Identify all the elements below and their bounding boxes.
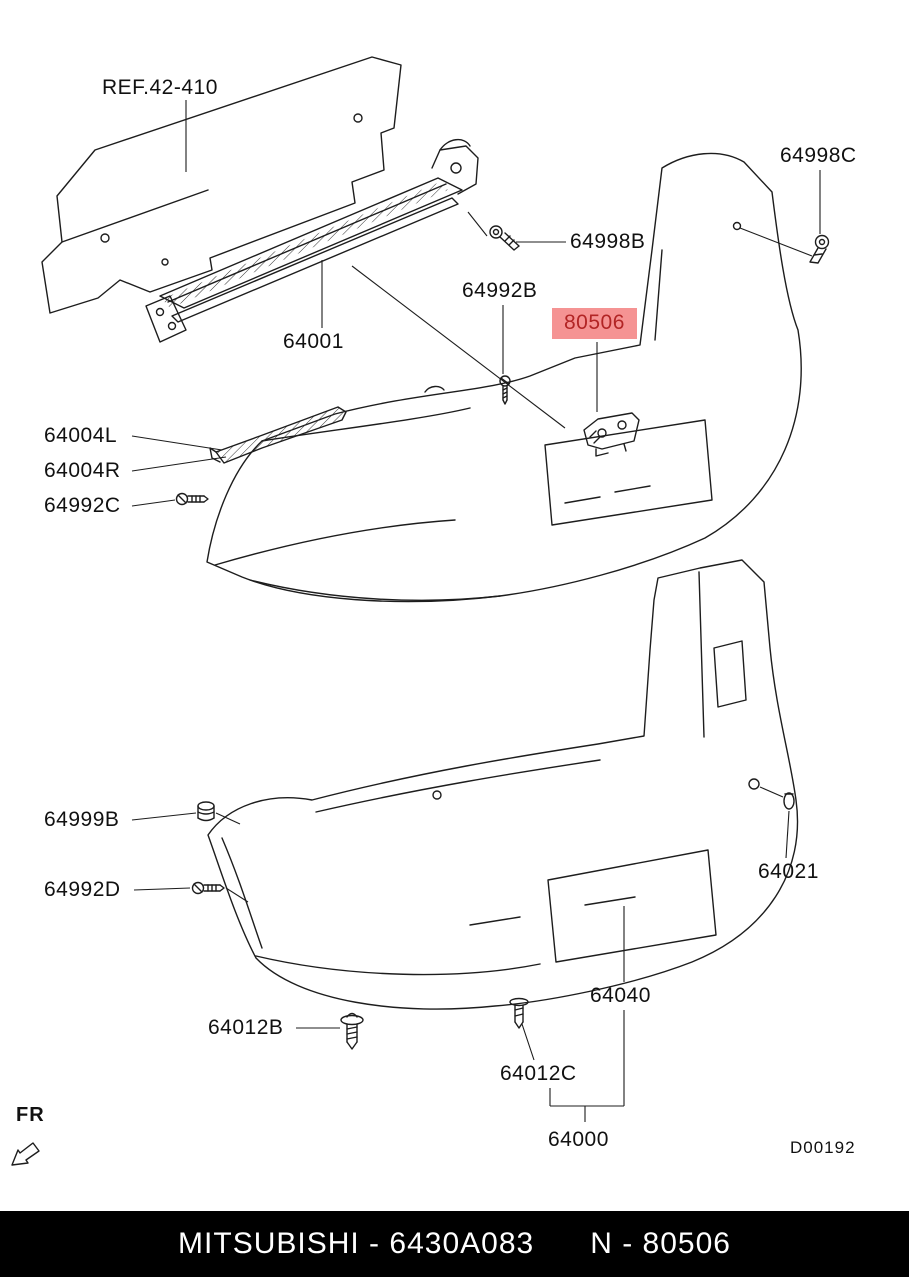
upper-bumper-art — [206, 152, 802, 603]
part-label-ref-42-410[interactable]: REF.42-410 — [102, 76, 218, 99]
reinforcement-beam-art — [145, 139, 479, 343]
footer-selected-part: N - 80506 — [590, 1227, 731, 1260]
screw-64992d-icon — [191, 881, 225, 895]
part-label-64001[interactable]: 64001 — [283, 330, 344, 353]
part-label-64992c[interactable]: 64992C — [44, 494, 121, 517]
part-label-64012c[interactable]: 64012C — [500, 1062, 577, 1085]
bolt-64998c-icon — [809, 234, 830, 264]
part-label-64021[interactable]: 64021 — [758, 860, 819, 883]
part-label-64999b[interactable]: 64999B — [44, 808, 120, 831]
clip-64012b-icon — [340, 1012, 364, 1050]
rear-body-panel-art — [41, 56, 402, 314]
part-label-64998b[interactable]: 64998B — [570, 230, 646, 253]
leader-lines — [131, 100, 821, 1122]
part-label-64000[interactable]: 64000 — [548, 1128, 609, 1151]
lower-bumper-art — [207, 559, 799, 1010]
part-label-64012b[interactable]: 64012B — [208, 1016, 284, 1039]
drawing-code: D00192 — [790, 1138, 856, 1157]
footer-catalog-number: MITSUBISHI - 6430A083 — [178, 1227, 535, 1260]
screw-64992c-icon — [175, 492, 209, 506]
bracket-64004-art — [209, 406, 347, 464]
fr-indicator-label: FR — [16, 1104, 45, 1126]
part-label-64004r[interactable]: 64004R — [44, 459, 121, 482]
fr-direction-arrow — [11, 1142, 40, 1166]
clip-64021-icon — [783, 792, 795, 810]
part-label-80506-highlighted[interactable]: 80506 — [552, 308, 637, 339]
nut-64999b-icon — [197, 801, 215, 822]
part-label-64040[interactable]: 64040 — [590, 984, 651, 1007]
clip-64012c-icon — [509, 997, 529, 1029]
part-label-64992b[interactable]: 64992B — [462, 279, 538, 302]
part-label-64004l[interactable]: 64004L — [44, 424, 118, 447]
footer-bar: MITSUBISHI - 6430A083 N - 80506 — [0, 1211, 909, 1277]
part-label-64998c[interactable]: 64998C — [780, 144, 857, 167]
bolt-64998b-icon — [489, 225, 520, 251]
part-label-64992d[interactable]: 64992D — [44, 878, 121, 901]
screw-64992b-icon — [499, 375, 511, 405]
bracket-80506-art — [583, 412, 640, 457]
